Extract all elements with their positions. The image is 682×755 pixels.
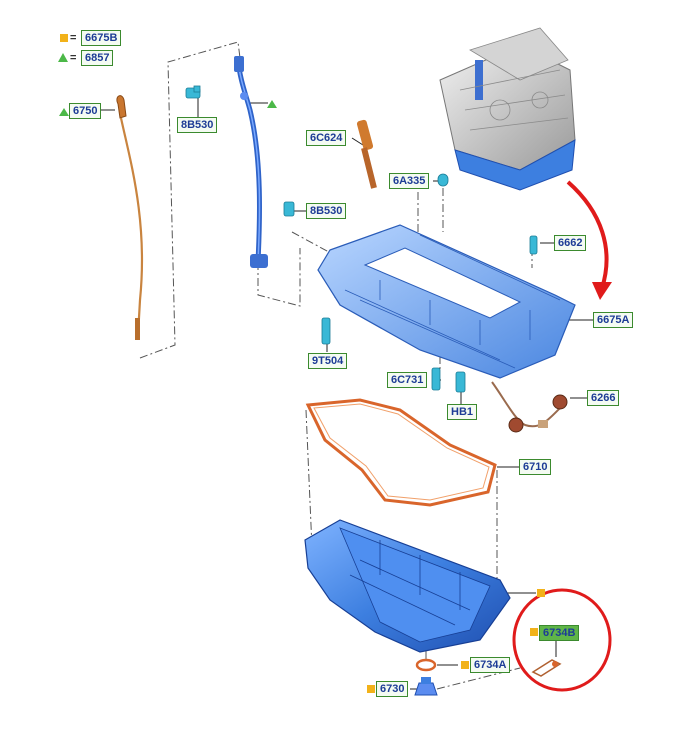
drain-plug [414, 658, 438, 696]
clip-part [531, 659, 562, 677]
part-label-6710: 6710 [519, 459, 552, 475]
legend-equals: = [70, 32, 77, 44]
part-label-6734b: 6734B [539, 625, 580, 641]
square-marker [461, 661, 469, 669]
legend-equals: = [70, 52, 77, 64]
part-label-6734a: 6734A [470, 657, 511, 673]
part-label-6675a: 6675A [593, 312, 634, 328]
wire-harness [491, 381, 568, 433]
triangle-marker [267, 100, 277, 108]
part-label-hb1: HB1 [447, 404, 478, 420]
legend-square-marker [60, 34, 68, 42]
fittings [185, 85, 538, 393]
upper-oil-pan [317, 224, 576, 379]
part-label-6750: 6750 [69, 103, 102, 119]
square-marker [530, 628, 538, 636]
legend-square-ref: 6675B [81, 30, 122, 46]
part-label-6730: 6730 [376, 681, 409, 697]
legend-triangle-ref: 6857 [81, 50, 114, 66]
part-label-6c624: 6C624 [306, 130, 347, 146]
lower-oil-pan [304, 519, 511, 653]
oil-sensor [356, 119, 377, 189]
square-marker [537, 589, 545, 597]
highlight-circle [512, 588, 612, 692]
part-label-6c731: 6C731 [387, 372, 428, 388]
part-label-8b530-mid: 8B530 [306, 203, 347, 219]
direction-arrow [566, 180, 612, 300]
part-label-6a335: 6A335 [389, 173, 430, 189]
part-label-8b530-top: 8B530 [177, 117, 218, 133]
triangle-marker [59, 108, 69, 116]
part-label-9t504: 9T504 [308, 353, 348, 369]
oil-pan-gasket [305, 398, 497, 507]
part-label-6662: 6662 [554, 235, 587, 251]
dipstick [116, 95, 144, 340]
square-marker [367, 685, 375, 693]
legend-triangle-marker [58, 53, 68, 62]
part-label-6266: 6266 [587, 390, 620, 406]
engine-block [439, 27, 576, 191]
dipstick-tube [234, 56, 268, 268]
